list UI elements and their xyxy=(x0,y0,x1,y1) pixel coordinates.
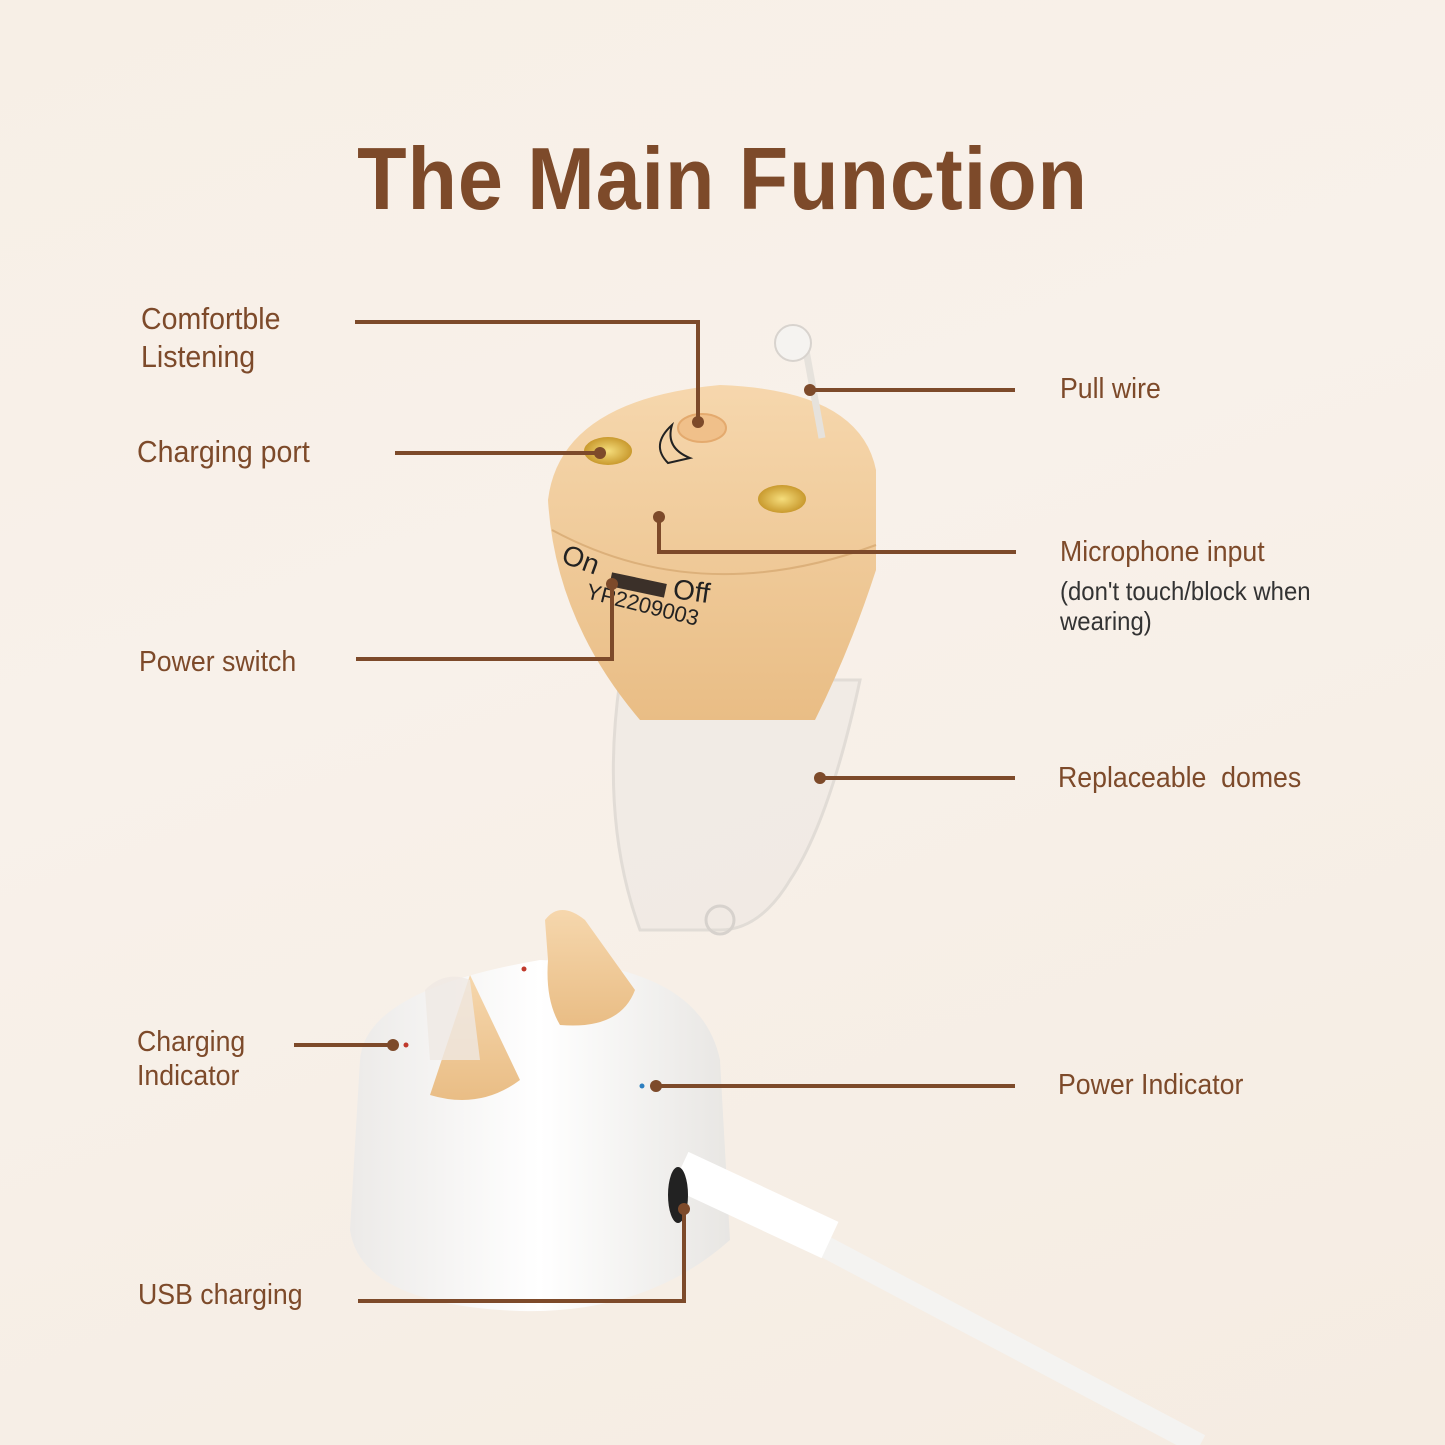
label-comfortable-listening: Comfortble Listening xyxy=(141,300,280,376)
usb-cable xyxy=(671,1151,839,1259)
label-line: Indicator xyxy=(137,1060,240,1092)
label-charging-indicator: Charging Indicator xyxy=(137,1025,245,1093)
label-power-indicator: Power Indicator xyxy=(1058,1069,1244,1101)
note-line: (don't touch/block when xyxy=(1060,576,1311,606)
label-line: Listening xyxy=(141,339,256,374)
microphone-note: (don't touch/block when wearing) xyxy=(1060,576,1311,636)
leader-dots xyxy=(387,384,826,1215)
label-pull-wire: Pull wire xyxy=(1060,373,1161,405)
label-replaceable-domes: Replaceable domes xyxy=(1058,762,1302,794)
hearing-aid: On Off YP2209003 xyxy=(548,324,877,936)
charging-contact-icon xyxy=(584,437,632,465)
pull-wire-knob-icon xyxy=(774,324,812,362)
note-line: wearing) xyxy=(1060,606,1152,636)
charging-case xyxy=(350,910,1206,1445)
leader-lines xyxy=(294,320,1016,1303)
label-line: Comfortble xyxy=(141,301,281,336)
page-title: The Main Function xyxy=(357,129,1088,228)
label-usb-charging: USB charging xyxy=(138,1279,303,1311)
moon-icon xyxy=(659,421,694,465)
label-line: Charging xyxy=(137,1026,246,1058)
off-marking: Off xyxy=(671,573,712,609)
charging-contact-icon xyxy=(758,485,806,513)
label-microphone-input: Microphone input xyxy=(1060,536,1265,568)
label-power-switch: Power switch xyxy=(139,646,297,678)
power-switch-icon xyxy=(609,572,667,598)
speaker-icon xyxy=(677,413,727,443)
label-charging-port: Charging port xyxy=(137,434,310,469)
